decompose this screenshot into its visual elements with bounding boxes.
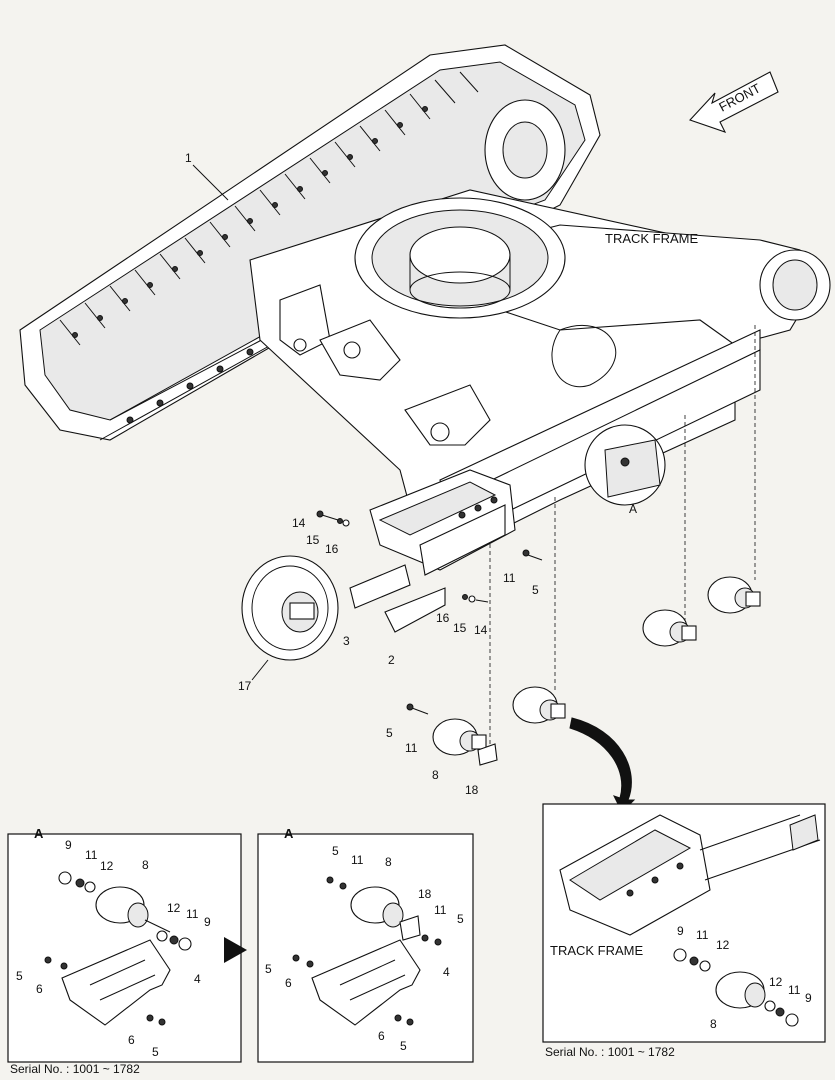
serial-number-right: Serial No. : 1001 ~ 1782 <box>545 1045 675 1059</box>
callout-5: 5 <box>532 583 539 597</box>
track-frame-label: TRACK FRAME <box>605 231 699 246</box>
detail-box-a-2: A 5 11 8 18 11 5 5 6 4 6 5 <box>257 826 474 1063</box>
box2-callout-11b: 11 <box>434 903 447 917</box>
box3-callout-11: 11 <box>696 928 709 942</box>
box3-callout-11b: 11 <box>788 983 801 997</box>
box2-callout-5: 5 <box>332 844 339 858</box>
box2-callout-5c: 5 <box>265 962 272 976</box>
box2-callout-5b: 5 <box>457 912 464 926</box>
box1-callout-6b: 6 <box>128 1033 135 1047</box>
box3-callout-9b: 9 <box>805 991 812 1005</box>
box1-callout-9: 9 <box>65 838 72 852</box>
box2-callout-8: 8 <box>385 855 392 869</box>
box2-callout-5d: 5 <box>400 1039 407 1053</box>
callout-16: 16 <box>325 542 339 556</box>
serial-number-left: Serial No. : 1001 ~ 1782 <box>10 1062 140 1076</box>
callout-5b: 5 <box>386 726 393 740</box>
detail-box-a-1: A 9 11 12 8 12 11 9 5 6 4 6 5 <box>7 826 242 1063</box>
main-rollers <box>432 576 761 766</box>
detail-a-callout: A <box>584 424 666 516</box>
callout-17: 17 <box>238 679 252 693</box>
front-direction-arrow: FRONT <box>689 71 779 133</box>
box1-callout-11b: 11 <box>186 907 199 921</box>
idler-bracket <box>369 469 516 576</box>
box1-callout-12b: 12 <box>167 901 181 915</box>
box2-callout-4: 4 <box>443 965 450 979</box>
callout-2: 2 <box>388 653 395 667</box>
callout-11b: 11 <box>405 741 418 755</box>
box3-callout-12: 12 <box>716 938 730 952</box>
box1-title: A <box>34 826 44 841</box>
callout-14b: 14 <box>474 623 488 637</box>
box2-callout-6: 6 <box>285 976 292 990</box>
front-idler-17 <box>241 555 339 661</box>
box-arrow <box>224 937 247 963</box>
detail-a-label: A <box>629 502 637 516</box>
box1-callout-4: 4 <box>194 972 201 986</box>
box2-callout-11: 11 <box>351 853 364 867</box>
box2-callout-18: 18 <box>418 887 432 901</box>
box3-callout-8: 8 <box>710 1017 717 1031</box>
box3-callout-12b: 12 <box>769 975 783 989</box>
track-frame-body <box>249 189 831 561</box>
detail-arrow <box>569 717 636 813</box>
box3-track-frame-label: TRACK FRAME <box>550 943 644 958</box>
callout-3: 3 <box>343 634 350 648</box>
box1-callout-8: 8 <box>142 858 149 872</box>
box1-callout-6: 6 <box>36 982 43 996</box>
callout-16b: 16 <box>436 611 450 625</box>
callout-14: 14 <box>292 516 306 530</box>
callout-18: 18 <box>465 783 479 797</box>
box1-callout-9b: 9 <box>204 915 211 929</box>
guide-plates <box>349 564 446 633</box>
callout-8: 8 <box>432 768 439 782</box>
callout-15: 15 <box>306 533 320 547</box>
box3-callout-9: 9 <box>677 924 684 938</box>
detail-box-track-frame: TRACK FRAME 9 11 12 12 11 9 8 <box>542 803 826 1043</box>
box1-callout-5: 5 <box>16 969 23 983</box>
box2-callout-6b: 6 <box>378 1029 385 1043</box>
box2-title: A <box>284 826 294 841</box>
callout-11: 11 <box>503 571 516 585</box>
box1-callout-5b: 5 <box>152 1045 159 1059</box>
box1-callout-11: 11 <box>85 848 98 862</box>
box1-callout-12: 12 <box>100 859 114 873</box>
callout-1: 1 <box>185 151 192 165</box>
leader-lines <box>489 325 756 760</box>
callout-15b: 15 <box>453 621 467 635</box>
main-callout-labels: 1 14 15 16 11 5 16 15 14 3 2 17 5 11 8 1… <box>185 151 539 797</box>
main-bolts <box>316 510 543 715</box>
